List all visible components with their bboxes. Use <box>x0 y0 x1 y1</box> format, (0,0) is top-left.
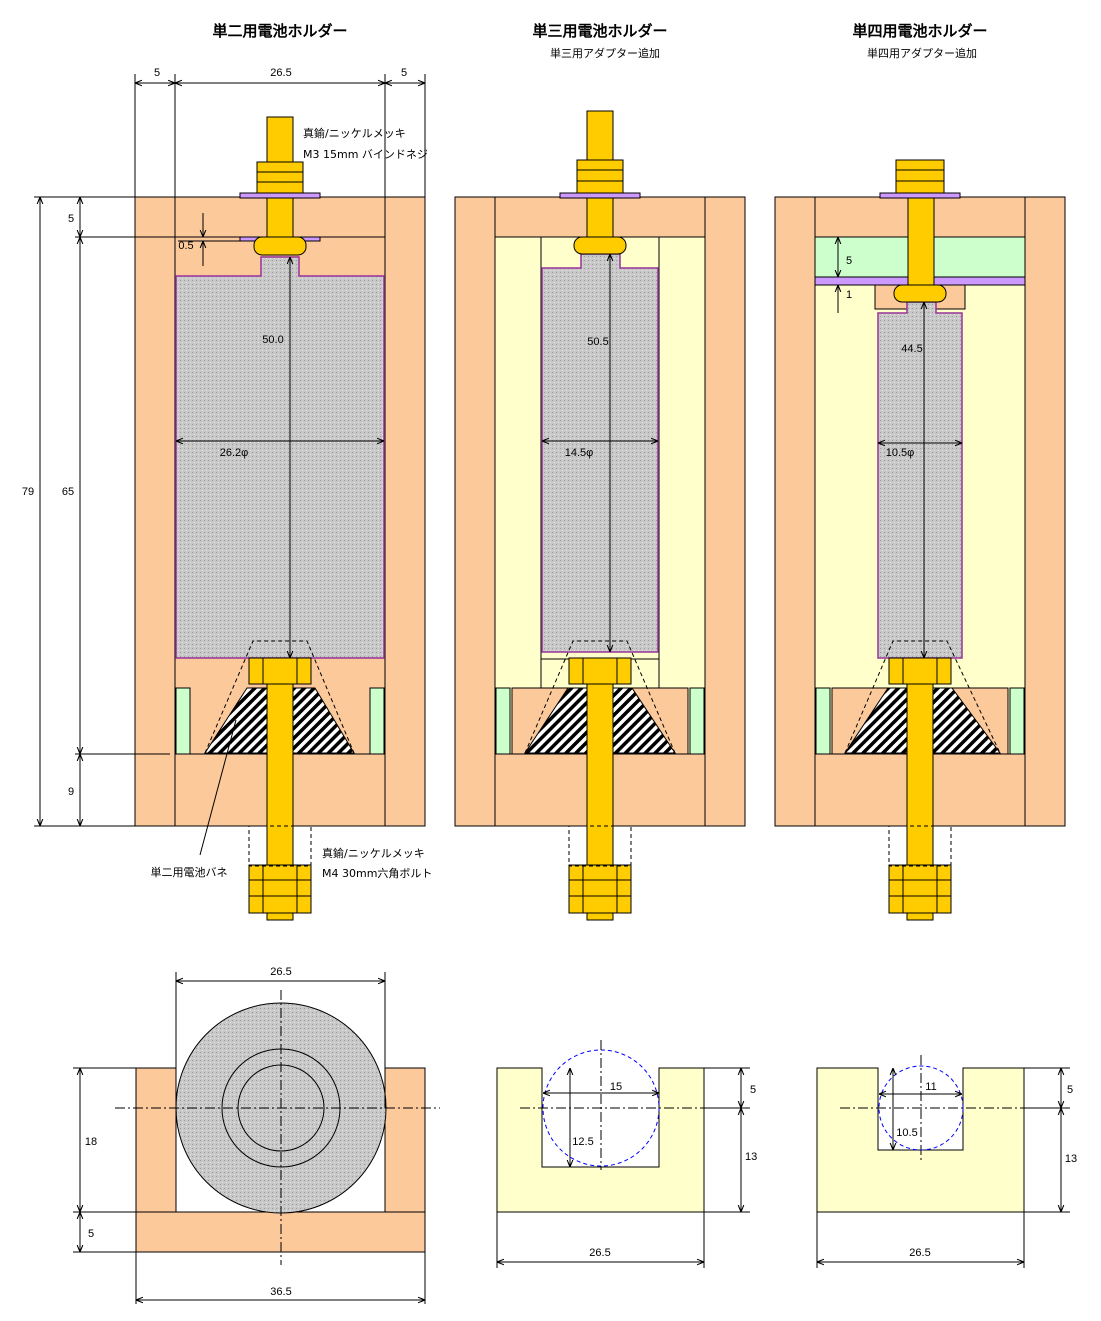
sec-d3-width: 26.5 <box>589 1247 610 1259</box>
dim-right-w: 5 <box>401 67 407 79</box>
subtitle-d3: 単三用アダプター追加 <box>550 46 660 60</box>
dim-plate-t: 1 <box>846 289 852 301</box>
d4-holder: 5 1 44.5 10.5φ <box>774 159 1066 921</box>
sec-d1-total-w: 36.5 <box>270 1286 291 1298</box>
dim-batt-dia-d1: 26.2φ <box>220 447 249 459</box>
title-d4: 単四用電池ホルダー <box>852 22 987 40</box>
sec-d4-slot-w: 11 <box>925 1081 936 1093</box>
dim-batt-len-d1: 50.0 <box>262 334 283 346</box>
dim-batt-dia-d3: 14.5φ <box>565 447 594 459</box>
label-bolt-material: 真鍮/ニッケルメッキ <box>322 846 425 860</box>
label-spring: 単二用電池バネ <box>151 865 228 879</box>
dim-batt-len-d3: 50.5 <box>587 336 608 348</box>
title-d1: 単二用電池ホルダー <box>212 22 347 40</box>
sec-d3-height: 13 <box>745 1151 757 1163</box>
dim-total-h: 79 <box>22 486 34 498</box>
sec-d4-top: 5 <box>1067 1084 1073 1096</box>
dim-cavity-h: 65 <box>62 486 74 498</box>
dim-plate-h: 5 <box>846 255 852 267</box>
subtitle-d4: 単四用アダプター追加 <box>867 46 977 60</box>
dim-batt-len-d4: 44.5 <box>901 343 922 355</box>
sec-d4-width: 26.5 <box>909 1247 930 1259</box>
dim-left-w: 5 <box>154 67 160 79</box>
dim-batt-dia-d4: 10.5φ <box>886 447 915 459</box>
sec-d1-base: 5 <box>88 1228 94 1240</box>
battery-d1 <box>175 256 385 659</box>
dim-gap: 0.5 <box>178 240 193 252</box>
sec-d4-depth: 10.5 <box>896 1127 917 1139</box>
d1-holder <box>134 116 426 921</box>
sec-d3-top: 5 <box>750 1084 756 1096</box>
section-d4: 11 10.5 5 13 26.5 <box>816 1055 1077 1268</box>
sec-d1-width: 26.5 <box>270 966 291 978</box>
sec-d3-slot-w: 15 <box>610 1081 622 1093</box>
dim-bottom-h: 9 <box>68 786 74 798</box>
section-d3: 15 12.5 5 13 26.5 <box>496 1040 757 1268</box>
title-d3: 単三用電池ホルダー <box>532 22 667 40</box>
battery-d4 <box>877 301 963 659</box>
label-screw-material: 真鍮/ニッケルメッキ <box>303 126 406 140</box>
sec-d1-height: 18 <box>85 1136 97 1148</box>
battery-d3 <box>541 253 659 653</box>
label-screw-spec: M3 15mm バインドネジ <box>303 148 428 161</box>
d1-dimensions: 5 26.5 5 79 5 65 9 0.5 50.0 26.2φ 単二用電池バ… <box>22 67 433 880</box>
label-bolt-spec: M4 30mm六角ボルト <box>322 867 432 880</box>
section-d1: 26.5 18 5 36.5 <box>73 966 440 1304</box>
sec-d4-height: 13 <box>1065 1153 1077 1165</box>
dim-inner-w: 26.5 <box>270 67 291 79</box>
d3-holder: 50.5 14.5φ <box>454 110 746 921</box>
dim-top-h: 5 <box>68 213 74 225</box>
sec-d3-depth: 12.5 <box>572 1136 593 1148</box>
